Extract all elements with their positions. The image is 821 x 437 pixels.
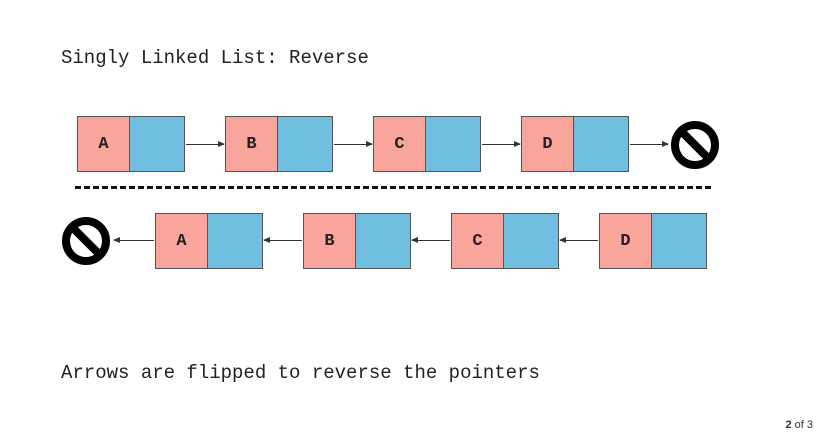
page-of-text: of — [794, 419, 804, 431]
reversed-arrow — [559, 237, 598, 243]
section-divider — [75, 186, 711, 189]
list-node-a: A — [77, 116, 185, 172]
page-indicator: 2 of 3 — [785, 419, 813, 431]
node-data-field: D — [600, 214, 652, 268]
page-title: Singly Linked List: Reverse — [61, 47, 369, 69]
reversed-arrow — [263, 237, 302, 243]
total-pages: 3 — [806, 419, 813, 431]
node-pointer-field — [130, 117, 184, 171]
null-icon — [62, 217, 110, 265]
node-pointer-field — [652, 214, 706, 268]
node-data-field: C — [452, 214, 504, 268]
list-node-d: D — [521, 116, 629, 172]
node-data-field: B — [226, 117, 278, 171]
reversed-arrow — [411, 237, 450, 243]
list-node-d: D — [599, 213, 707, 269]
list-node-b: B — [303, 213, 411, 269]
node-data-field: A — [78, 117, 130, 171]
list-node-a: A — [155, 213, 263, 269]
list-node-b: B — [225, 116, 333, 172]
node-pointer-field — [356, 214, 410, 268]
next-arrow — [186, 141, 225, 147]
node-pointer-field — [208, 214, 262, 268]
node-pointer-field — [504, 214, 558, 268]
node-data-field: C — [374, 117, 426, 171]
node-pointer-field — [278, 117, 332, 171]
list-node-c: C — [451, 213, 559, 269]
next-arrow — [334, 141, 373, 147]
current-page: 2 — [785, 419, 792, 431]
next-arrow — [630, 141, 669, 147]
node-pointer-field — [574, 117, 628, 171]
node-data-field: A — [156, 214, 208, 268]
node-pointer-field — [426, 117, 480, 171]
null-icon — [671, 121, 719, 169]
node-data-field: D — [522, 117, 574, 171]
caption: Arrows are flipped to reverse the pointe… — [61, 362, 540, 384]
next-arrow — [482, 141, 521, 147]
list-node-c: C — [373, 116, 481, 172]
reversed-arrow — [113, 237, 154, 243]
node-data-field: B — [304, 214, 356, 268]
